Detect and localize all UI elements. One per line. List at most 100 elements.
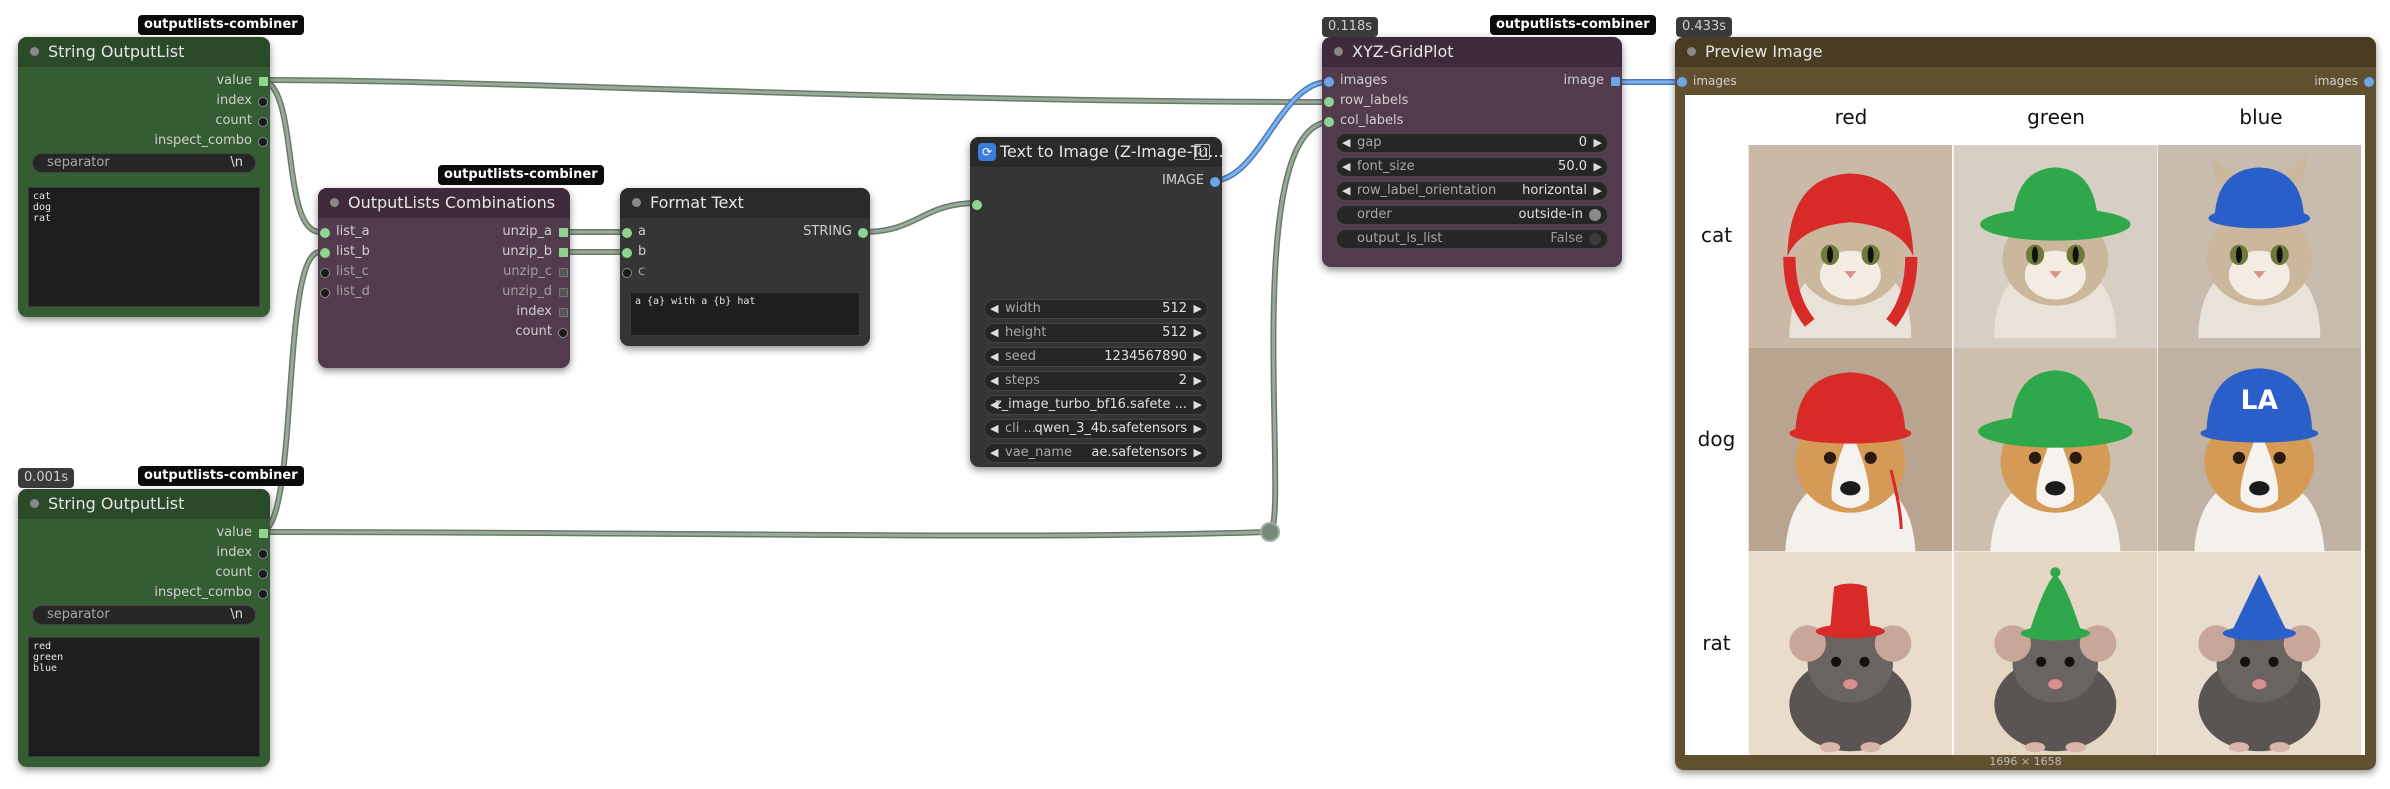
output-image[interactable]: IMAGE	[1162, 172, 1222, 190]
input-list-a[interactable]: list_a	[318, 223, 370, 241]
row-header: dog	[1697, 427, 1736, 451]
output-string[interactable]: STRING	[803, 223, 870, 241]
input-c[interactable]: c	[620, 263, 645, 281]
arrow-right-icon: ▶	[1193, 446, 1202, 459]
output-pin-icon	[858, 228, 868, 238]
input-row-labels[interactable]: row_labels	[1322, 92, 1408, 110]
node-title: Preview Image	[1705, 42, 1823, 61]
grid-cell-image	[1748, 551, 1952, 755]
output-unzip-b[interactable]: unzip_b	[502, 243, 570, 261]
node-title-bar[interactable]: ⟳ Text to Image (Z-Image-Tu... ⤢	[970, 137, 1222, 167]
arrow-right-icon: ▶	[1593, 160, 1602, 173]
input-prompt[interactable]	[970, 195, 988, 213]
input-list-b[interactable]: list_b	[318, 243, 370, 261]
node-title-bar[interactable]: Preview Image	[1675, 37, 2376, 67]
output-inspect-combo[interactable]: inspect_combo	[154, 584, 270, 602]
string-outputlist-node-2[interactable]: String OutputList value index count insp…	[18, 489, 270, 767]
row-header: rat	[1702, 631, 1731, 655]
input-pin-icon	[622, 268, 632, 278]
output-count[interactable]: count	[515, 323, 570, 341]
output-image[interactable]: image	[1564, 72, 1623, 90]
input-images[interactable]: images	[1675, 72, 1737, 90]
text-to-image-node[interactable]: ⟳ Text to Image (Z-Image-Tu... ⤢ IMAGE ◀…	[970, 137, 1222, 467]
list-output-icon	[559, 248, 568, 257]
list-text-area[interactable]: red green blue	[28, 637, 260, 757]
output-count[interactable]: count	[215, 112, 270, 130]
arrow-left-icon: ◀	[1342, 184, 1351, 197]
wire-value-to-xyz-images	[257, 77, 1331, 105]
node-pack-badge: outputlists-combiner	[1490, 15, 1656, 35]
template-text-area[interactable]: a {a} with a {b} hat	[630, 292, 860, 336]
preview-image-node[interactable]: Preview Image images images red green bl…	[1675, 37, 2376, 770]
input-pin-icon	[1324, 77, 1334, 87]
preview-grid-image[interactable]: red green blue cat dog rat LA	[1685, 95, 2365, 755]
output-unzip-a[interactable]: unzip_a	[502, 223, 570, 241]
exec-time-badge: 0.001s	[18, 468, 74, 488]
clip-select[interactable]: ◀cli ...qwen_3_4b.safetensors▶	[984, 419, 1208, 439]
collapse-dot-icon[interactable]	[330, 198, 339, 207]
collapse-dot-icon[interactable]	[30, 47, 39, 56]
input-b[interactable]: b	[620, 243, 646, 261]
arrow-right-icon: ▶	[1593, 136, 1602, 149]
input-images[interactable]: images	[1322, 72, 1387, 90]
exec-time-badge: 0.118s	[1322, 17, 1378, 37]
input-col-labels[interactable]: col_labels	[1322, 112, 1403, 130]
output-index[interactable]: index	[516, 303, 570, 321]
output-pin-icon	[2364, 77, 2374, 87]
output-pin-icon	[258, 569, 268, 579]
expand-icon[interactable]: ⤢	[1194, 144, 1210, 160]
node-title: OutputLists Combinations	[348, 193, 556, 212]
model-select[interactable]: ◀z_image_turbo_bf16.safete ...▶	[984, 395, 1208, 415]
node-title-bar[interactable]: XYZ-GridPlot	[1322, 37, 1622, 67]
output-index[interactable]: index	[216, 544, 270, 562]
output-count[interactable]: count	[215, 564, 270, 582]
list-output-icon	[259, 529, 268, 538]
output-value[interactable]: value	[216, 524, 270, 542]
node-title-bar[interactable]: OutputLists Combinations	[318, 188, 570, 218]
node-title-bar[interactable]: Format Text	[620, 188, 870, 218]
input-pin-icon	[622, 228, 632, 238]
grid-cell-image	[1748, 348, 1952, 552]
output-unzip-c[interactable]: unzip_c	[503, 263, 570, 281]
separator-widget[interactable]: separator \n	[32, 605, 256, 625]
node-title: String OutputList	[48, 42, 185, 61]
separator-widget[interactable]: separator \n	[32, 153, 256, 173]
node-title: String OutputList	[48, 494, 185, 513]
arrow-right-icon: ▶	[1193, 398, 1202, 411]
input-pin-icon	[320, 288, 330, 298]
xyz-gridplot-node[interactable]: XYZ-GridPlot images row_labels col_label…	[1322, 37, 1622, 267]
collapse-dot-icon[interactable]	[30, 499, 39, 508]
input-a[interactable]: a	[620, 223, 646, 241]
output-index[interactable]: index	[216, 92, 270, 110]
exec-time-badge: 0.433s	[1676, 17, 1732, 37]
node-title: Text to Image (Z-Image-Tu...	[1000, 142, 1222, 161]
input-list-d[interactable]: list_d	[318, 283, 370, 301]
collapse-dot-icon[interactable]	[1334, 47, 1343, 56]
node-title-bar[interactable]: String OutputList	[18, 489, 270, 519]
collapse-dot-icon[interactable]	[1687, 47, 1696, 56]
output-pin-icon	[1210, 177, 1220, 187]
format-text-node[interactable]: Format Text a b c STRING a {a} with a {b…	[620, 188, 870, 346]
input-list-c[interactable]: list_c	[318, 263, 369, 281]
string-outputlist-node-1[interactable]: String OutputList value index count insp…	[18, 37, 270, 317]
output-unzip-d[interactable]: unzip_d	[502, 283, 570, 301]
collapse-dot-icon[interactable]	[632, 198, 641, 207]
outputlists-combinations-node[interactable]: OutputLists Combinations list_a list_b l…	[318, 188, 570, 368]
node-title: XYZ-GridPlot	[1352, 42, 1454, 61]
list-text-area[interactable]: cat dog rat	[28, 187, 260, 307]
output-images[interactable]: images	[2314, 72, 2376, 90]
output-inspect-combo[interactable]: inspect_combo	[154, 132, 270, 150]
output-value[interactable]: value	[216, 72, 270, 90]
node-title-bar[interactable]: String OutputList	[18, 37, 270, 67]
input-pin-icon	[972, 200, 982, 210]
